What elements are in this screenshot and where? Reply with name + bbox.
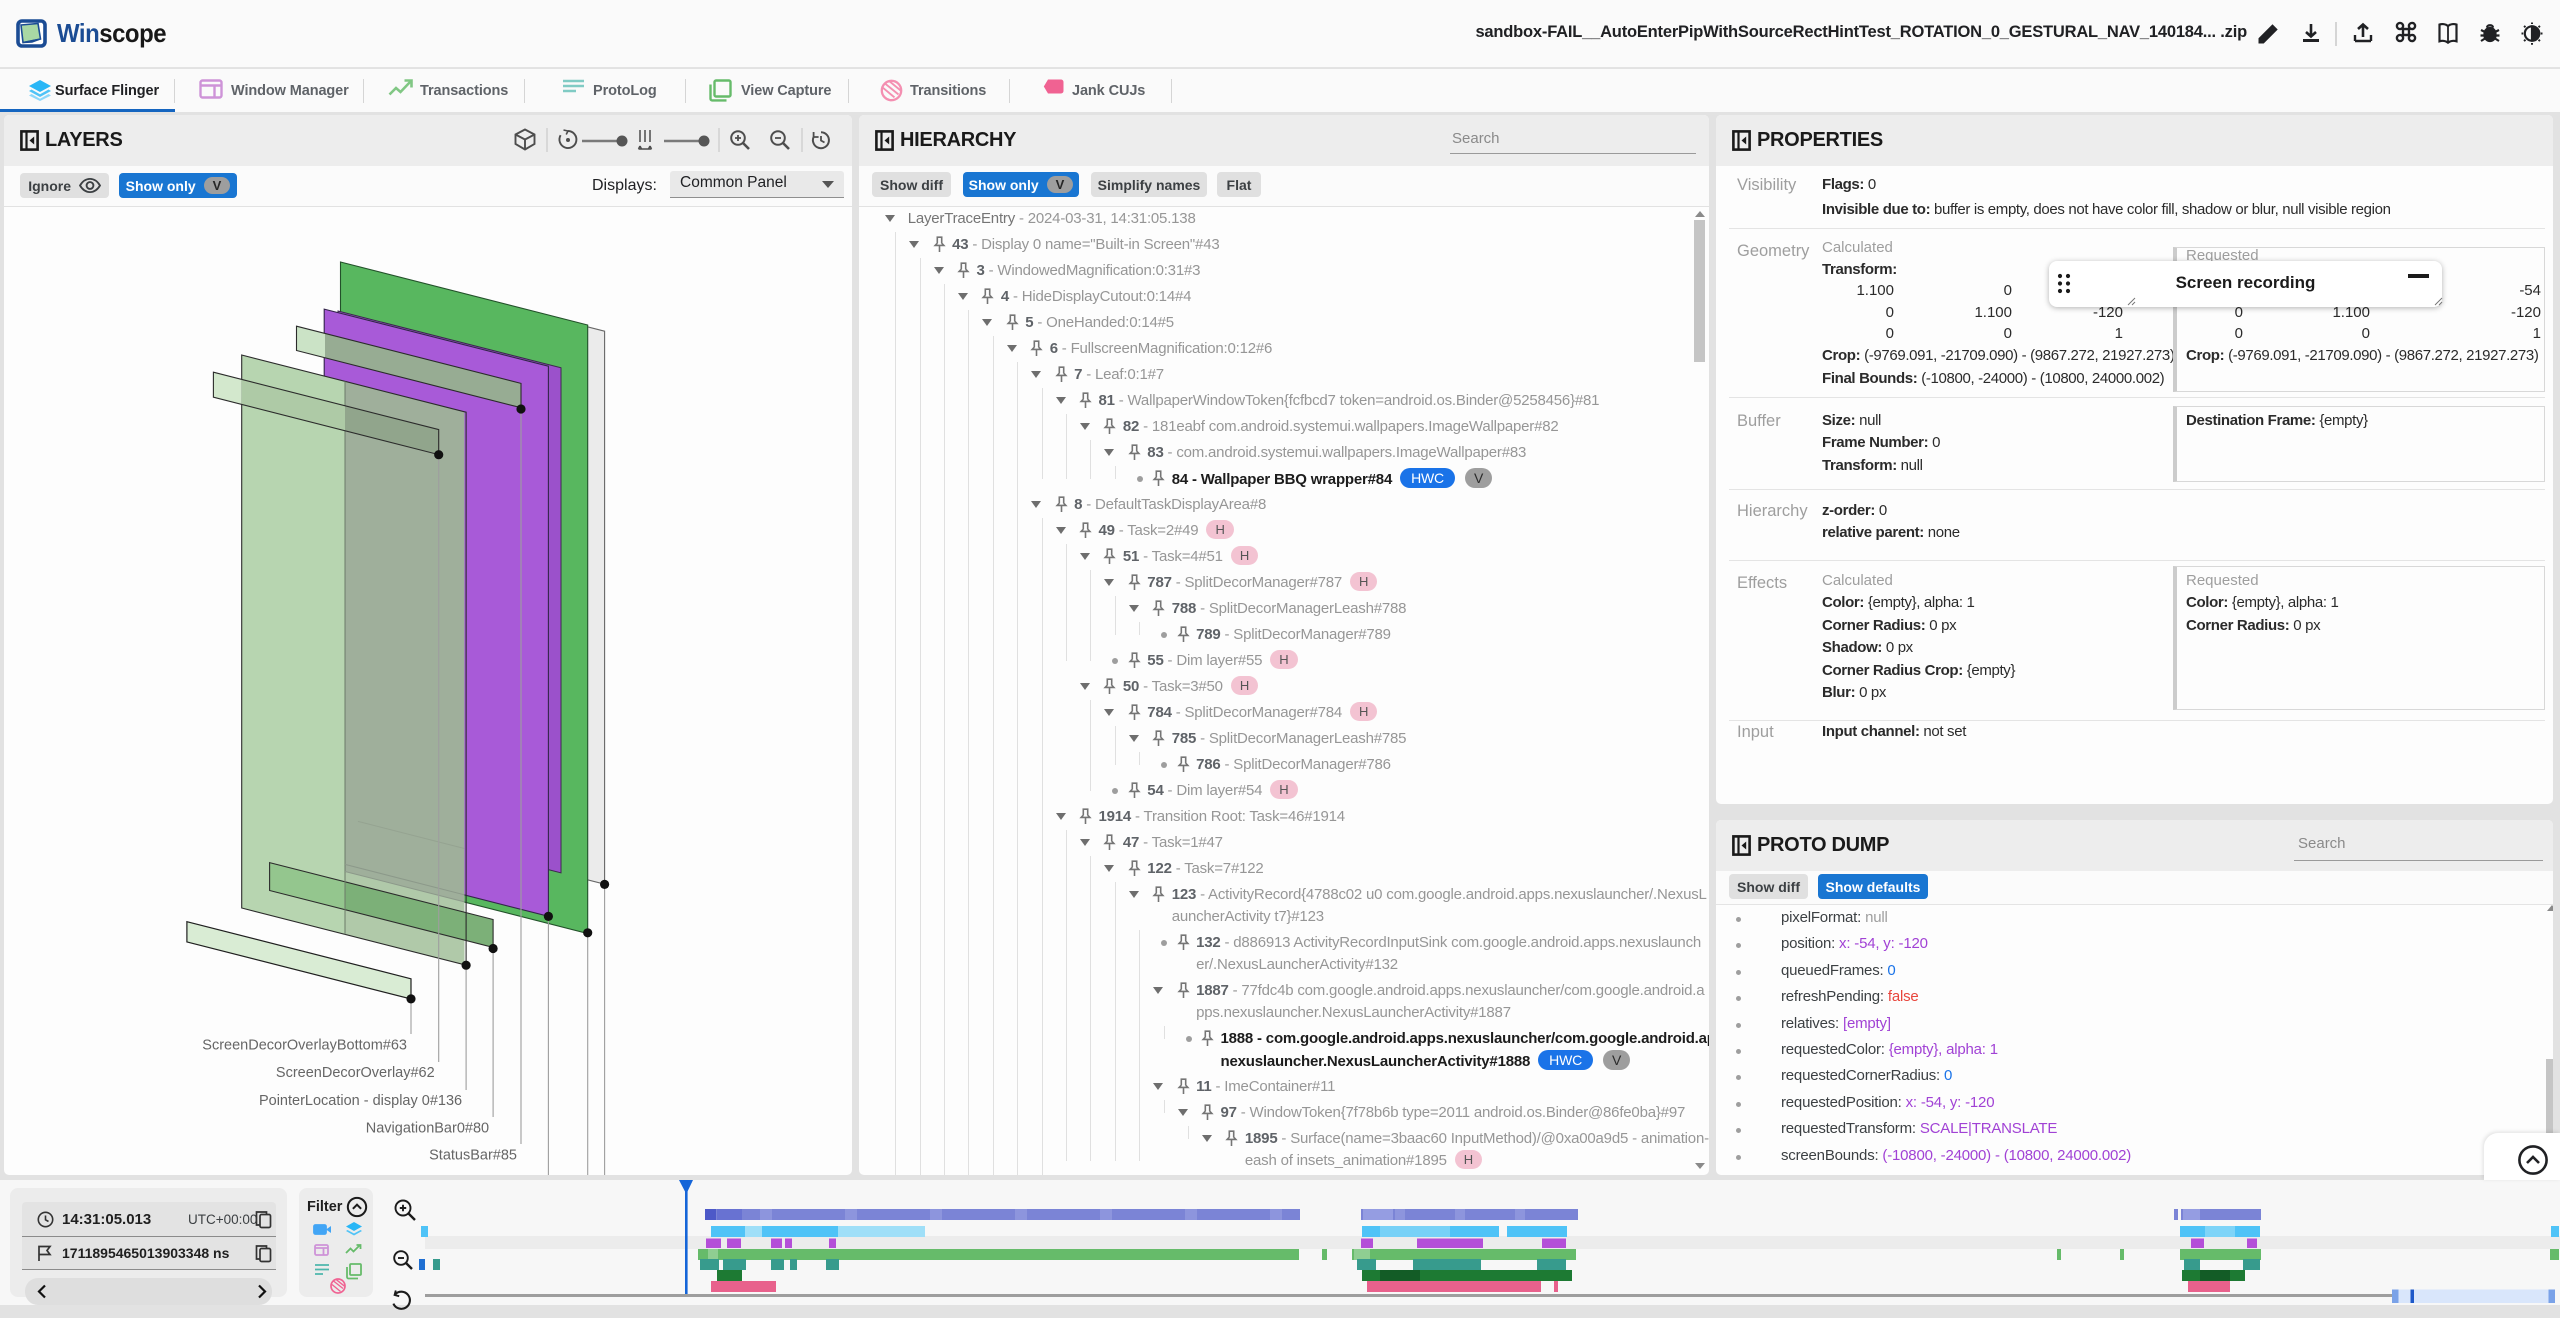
svg-text:ScreenDecorOverlay#62: ScreenDecorOverlay#62 [276, 1065, 435, 1081]
svg-text:NavigationBar0#80: NavigationBar0#80 [366, 1121, 489, 1137]
svg-text:ScreenDecorOverlayBottom#63: ScreenDecorOverlayBottom#63 [202, 1038, 407, 1054]
svg-text:StatusBar#85: StatusBar#85 [429, 1148, 517, 1164]
svg-text:PointerLocation - display 0#13: PointerLocation - display 0#136 [259, 1093, 462, 1109]
